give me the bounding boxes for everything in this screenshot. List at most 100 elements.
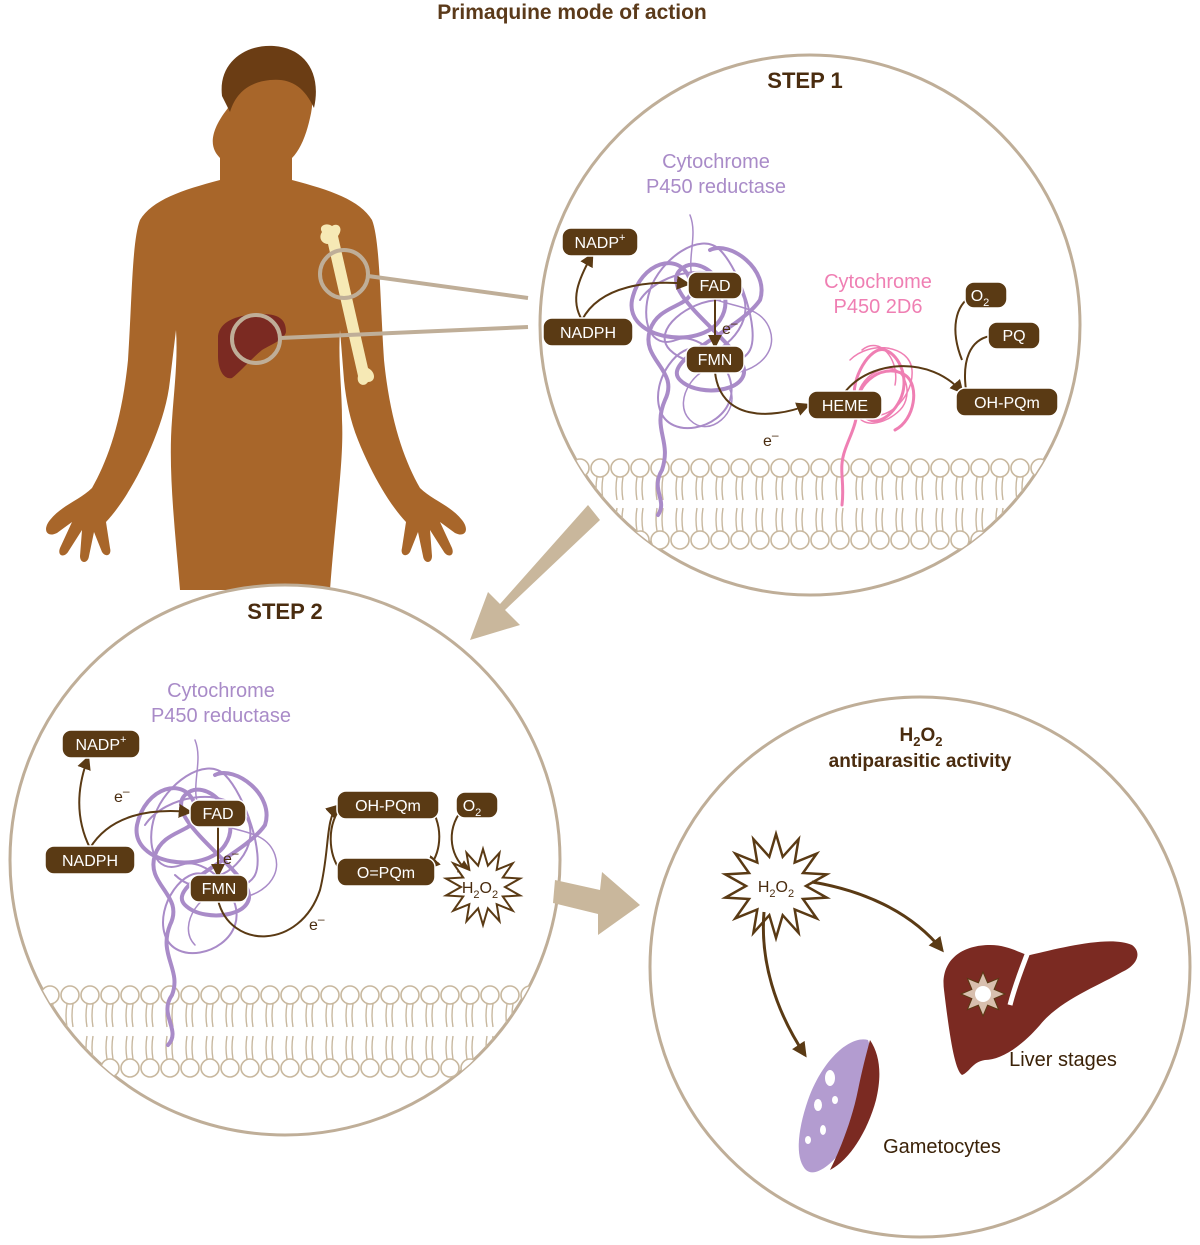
svg-text:e–: e– [223,846,239,868]
lipid-head [220,1058,240,1078]
lipid-tail [615,476,618,501]
step2-e1: e [114,789,123,806]
step1-pq-text: PQ [1002,328,1025,345]
lipid-tail [695,476,698,501]
step2-fad-pill [189,799,247,828]
lipid-tail [915,507,918,532]
lipid-tail [536,508,537,531]
lipid-tail [331,1003,334,1028]
lipid-head [1070,530,1080,550]
lipid-tail [995,476,998,501]
step2-arrow-fmn-ohpqm [217,804,341,938]
step1-e2-sup: – [772,428,779,442]
lipid-tail [1041,507,1044,532]
lipid-tail [781,476,784,501]
svg-text:e–: e– [309,912,325,934]
lipid-head [220,985,240,1005]
svg-text:e–: e– [763,428,779,450]
lipid-tail [1055,476,1058,501]
step2-nadph-pill [44,845,136,875]
lipid-tail [675,476,678,501]
lipid-head [200,985,220,1005]
lipid-tail [191,1035,194,1060]
step2-h2o2-burst-icon [442,845,524,929]
activity-arrow-to-gametocytes [761,911,807,1058]
lipid-head [590,458,610,478]
lipid-tail [551,1035,554,1060]
liver-lobe-divider [1007,951,1031,1006]
step1-fmn-text: FMN [698,352,733,369]
lipid-tail [895,476,898,501]
lipid-tail [231,1035,234,1060]
step2-h-text: H [462,880,474,897]
step1-nadp-text: NADP [575,235,619,252]
lipid-tail [145,1035,148,1060]
step1-e2: e [763,433,772,450]
lipid-tail [855,476,858,501]
lipid-head [930,458,950,478]
svg-text:H2O2: H2O2 [900,725,943,749]
lipid-tail [525,1003,528,1028]
step1-title: STEP 1 [767,68,842,93]
lipid-head [60,1058,80,1078]
step2-o-sub: 2 [492,889,498,901]
lipid-head [60,985,80,1005]
lipid-head [950,530,970,550]
lipid-head [710,458,730,478]
lipid-tail [681,476,684,501]
lipid-head [380,1058,400,1078]
lipid-tail [1061,476,1064,501]
gametocyte-spot-1 [825,1070,835,1086]
lipid-tail [305,1003,308,1028]
lipid-head [890,458,910,478]
lipid-head [240,1058,260,1078]
step1-nadp-sup: + [619,232,625,244]
step2-ohpqm-text: OH-PQm [355,798,421,815]
lipid-tail [405,1035,408,1060]
lipid-tail [251,1035,254,1060]
lipid-tail [131,1003,134,1028]
lipid-tail [881,476,884,501]
lipid-tail [471,1003,474,1028]
lipid-tail [25,1003,28,1028]
lipid-tail [65,1035,68,1060]
lipid-tail [491,1003,494,1028]
step2-opqm-pill [336,857,436,887]
lipid-tail [371,1035,374,1060]
lipid-tail [45,1035,48,1060]
lipid-head [320,1058,340,1078]
lipid-tail [541,476,544,501]
step2-opqm-text: O=PQm [357,865,415,882]
lipid-tail [425,1003,428,1028]
lipid-tail [385,1035,388,1060]
svg-text:e–: e– [114,784,130,806]
lipid-tail [661,476,664,501]
lipid-head [440,1058,460,1078]
lipid-tail [795,476,798,501]
step1-o2-text: O [971,288,983,305]
zoom-line-arm [367,274,529,300]
step1-ohpqm-pill [955,387,1059,417]
step2-fad-text: FAD [202,806,233,823]
lipid-head [140,1058,160,1078]
lipid-head [500,1058,520,1078]
step2-reductase-label-1: Cytochrome [167,680,275,702]
gametocyte-outer [798,1039,878,1173]
step1-arrow-pq [964,335,991,391]
lipid-tail [391,1035,394,1060]
gametocyte-spot-2 [814,1099,822,1111]
lipid-tail [545,1035,548,1060]
lipid-tail [325,1035,328,1060]
step2-o2-pill [455,791,499,819]
step1-reductase-label-2: P450 reductase [646,176,786,198]
step2-ohpqm-pill [336,790,440,820]
lipid-head [120,1058,140,1078]
lipid-head [1070,458,1080,478]
lipid-tail [1061,507,1064,532]
lipid-head [420,985,440,1005]
lipid-head [910,530,930,550]
lipid-tail [835,507,838,532]
lipid-tail [151,1035,154,1060]
lipid-tail [601,507,604,532]
gametocyte-spot-3 [820,1125,826,1135]
